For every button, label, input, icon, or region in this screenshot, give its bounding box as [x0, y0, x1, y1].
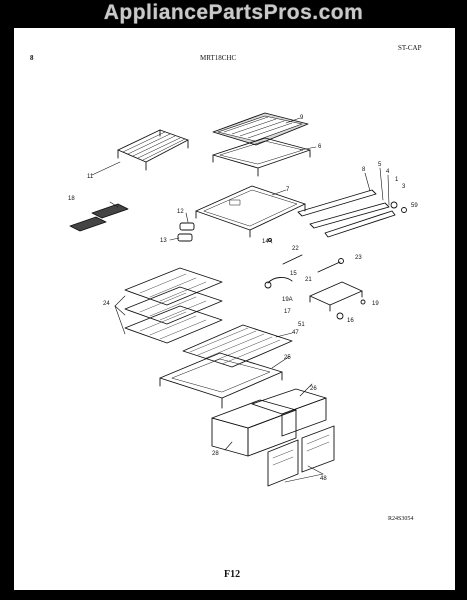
callout-13: 13 [160, 238, 167, 244]
part-24-glass-shelves [124, 267, 223, 344]
callout-51: 51 [298, 322, 305, 328]
callout-12: 12 [177, 209, 184, 215]
callout-24: 24 [103, 301, 110, 307]
part-shelf-supports [297, 189, 407, 238]
callout-8: 8 [362, 167, 366, 173]
page-number: 8 [30, 54, 34, 62]
callout-25: 25 [284, 355, 291, 361]
callout-11: 11 [87, 174, 94, 180]
callout-4: 4 [386, 169, 390, 175]
callout-6: 6 [318, 144, 322, 150]
callout-59: 59 [411, 203, 418, 209]
callout-23: 23 [355, 255, 362, 261]
callout-14: 14 [262, 239, 269, 245]
callout-26: 26 [310, 386, 317, 392]
callout-17: 17 [284, 309, 291, 315]
callout-19: 19 [372, 301, 379, 307]
part-48-drawer-fronts [267, 425, 335, 487]
part-hardware [264, 238, 344, 289]
callout-47: 47 [292, 330, 299, 336]
part-47-grid-shelf [182, 324, 293, 368]
part-25-crisper-frame [159, 352, 283, 409]
part-18-trays [69, 203, 129, 232]
callout-9: 9 [300, 115, 304, 121]
callout-28: 28 [212, 451, 219, 457]
callout-15: 15 [290, 271, 297, 277]
callout-7: 7 [286, 187, 290, 193]
model-number: MRT18CHC [200, 54, 237, 62]
callout-3: 3 [402, 184, 406, 190]
figure-number: F12 [224, 569, 241, 580]
watermark: AppliancePartsPros.com [103, 1, 364, 24]
part-9-shelf [212, 112, 309, 146]
callout-5: 5 [378, 162, 382, 168]
leader-lines [91, 117, 390, 483]
drawing-number: R24S3054 [388, 516, 414, 522]
callout-18: 18 [68, 196, 75, 202]
part-6-shelf-frame [212, 137, 311, 177]
callout-21: 21 [305, 277, 312, 283]
callout-19A: 19A [282, 297, 293, 303]
part-7-cover-shelf [195, 185, 306, 238]
callout-48: 48 [320, 476, 327, 482]
part-11-wire-rack [117, 129, 189, 171]
part-number-callouts: 11 9 6 7 8 5 4 1 3 59 18 12 13 14 22 23 … [68, 115, 418, 482]
parts-diagram-sheet [14, 28, 455, 590]
callout-16: 16 [347, 318, 354, 324]
part-26-crisper-drawers [211, 388, 327, 457]
callout-1: 1 [395, 177, 399, 183]
part-12-13-brackets [177, 222, 195, 242]
part-control-housing [309, 281, 366, 320]
callout-22: 22 [292, 246, 299, 252]
section-code: ST-CAP [398, 44, 422, 52]
